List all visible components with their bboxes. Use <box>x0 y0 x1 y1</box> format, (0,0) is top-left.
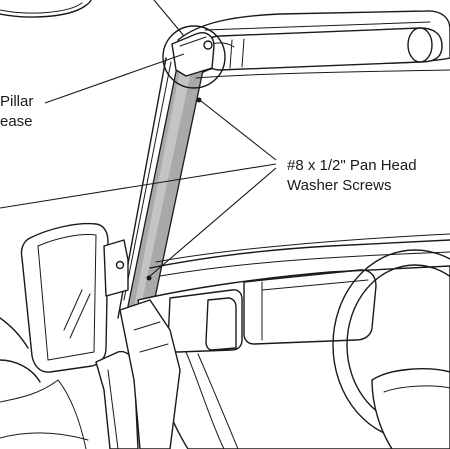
pillar-leader <box>44 53 185 104</box>
door-frame <box>0 299 181 449</box>
detail-callout-bubble <box>0 0 92 18</box>
screw-top <box>196 97 202 103</box>
screw-leader-lines <box>0 100 277 277</box>
pillar-label-line1: Pillar <box>0 93 33 110</box>
pillar-top-bracket <box>171 32 215 77</box>
detail-zoom-circle <box>162 25 226 89</box>
a-pillar <box>117 52 207 322</box>
callout-leader-top <box>153 0 185 37</box>
screw-bottom <box>146 275 152 281</box>
side-mirror <box>20 222 129 373</box>
windshield-edge <box>195 69 450 79</box>
screws-label-line2: Washer Screws <box>287 177 391 194</box>
cowl-line <box>155 233 450 263</box>
steering-wheel <box>332 249 450 449</box>
screws-label-line1: #8 x 1/2" Pan Head <box>287 157 417 174</box>
pillar-label-line2: ease <box>0 113 33 130</box>
dashboard <box>137 239 450 449</box>
